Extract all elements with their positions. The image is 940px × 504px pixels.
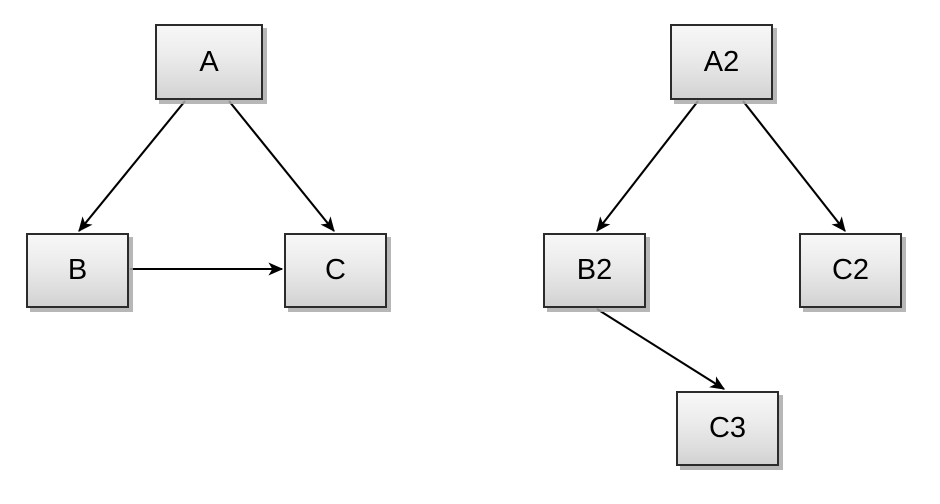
node-A[interactable]: A <box>155 24 263 100</box>
node-label: C <box>325 254 346 286</box>
node-label: A2 <box>703 45 740 78</box>
node-B[interactable]: B <box>26 233 129 308</box>
edge-A2-to-C2 <box>742 100 846 232</box>
node-label: B <box>67 254 88 286</box>
node-A2[interactable]: A2 <box>670 24 773 100</box>
node-C2[interactable]: C2 <box>799 233 902 308</box>
node-label: C3 <box>708 412 747 444</box>
edge-A-to-C <box>228 100 335 232</box>
node-label: B2 <box>576 254 613 286</box>
node-label: C2 <box>831 254 870 286</box>
node-C[interactable]: C <box>284 233 387 308</box>
node-C3[interactable]: C3 <box>676 391 779 466</box>
edge-A-to-B <box>78 100 186 232</box>
node-B2[interactable]: B2 <box>543 233 646 308</box>
edge-B2-to-C3 <box>596 308 725 390</box>
edge-A2-to-B2 <box>596 100 699 232</box>
node-label: A <box>199 45 219 78</box>
